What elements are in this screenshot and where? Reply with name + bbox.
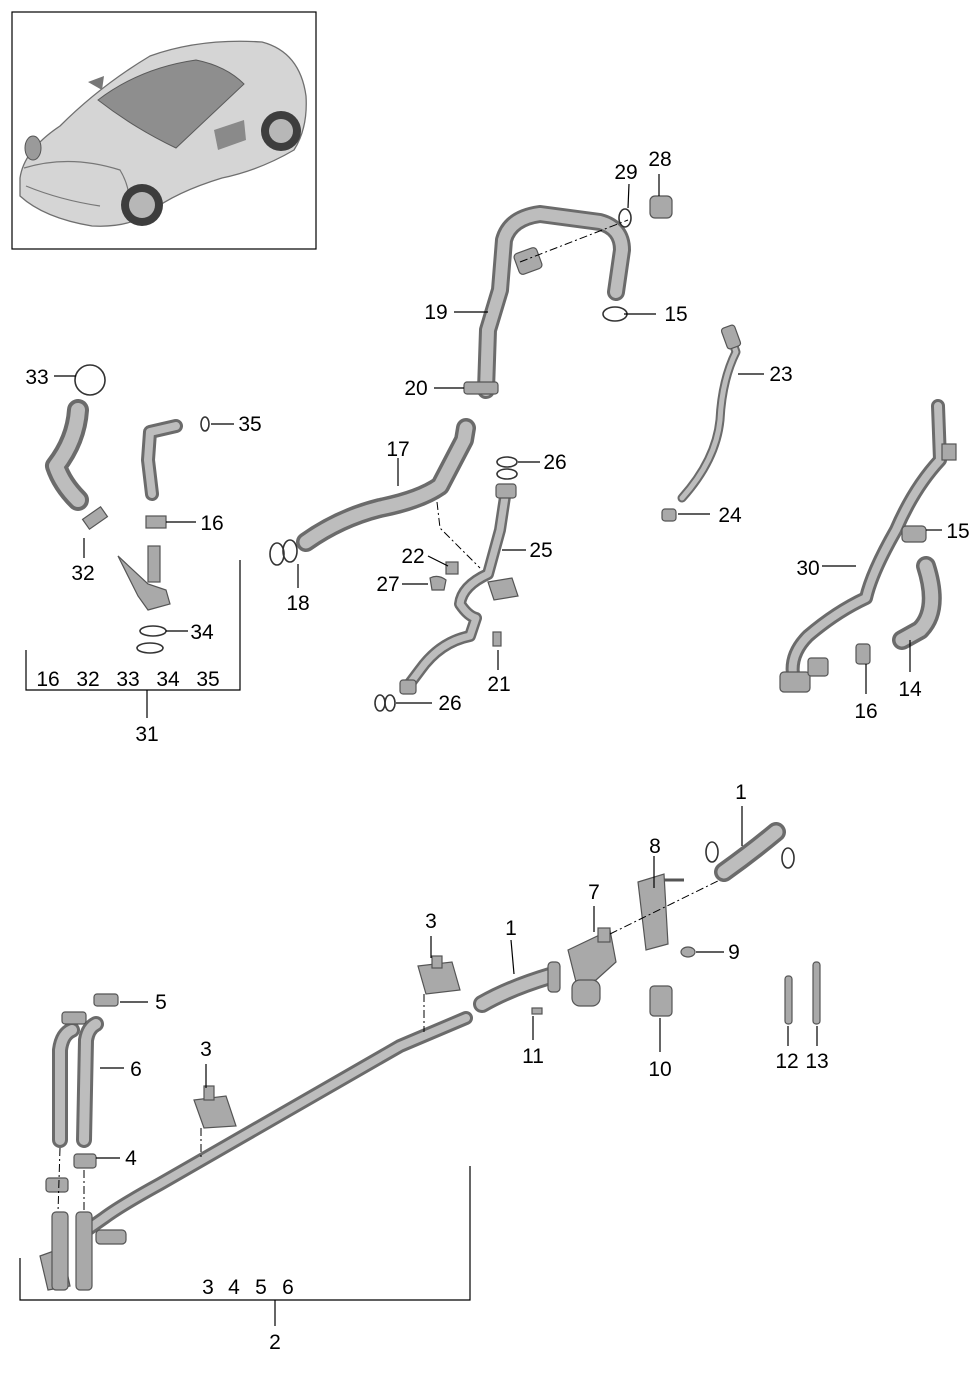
callout-10: 10 [648, 1058, 671, 1081]
callout-32: 32 [71, 562, 94, 585]
lower-pipe-assembly [39, 822, 821, 1291]
group-2-member-6: 6 [282, 1276, 294, 1299]
callout-27: 27 [376, 573, 399, 596]
callout-17: 17 [386, 438, 409, 461]
callout-30: 30 [796, 557, 819, 580]
group-31-member-32: 32 [76, 668, 99, 691]
callout-11: 11 [522, 1045, 544, 1068]
group-2-member-3: 3 [202, 1276, 214, 1299]
callout-22: 22 [401, 545, 424, 568]
callout-8: 8 [649, 835, 661, 858]
callout-5: 5 [155, 991, 167, 1014]
callout-1-right: 1 [735, 781, 747, 804]
coolant-pipe-17 [269, 418, 481, 569]
callout-24: 24 [718, 504, 742, 527]
callout-9: 9 [728, 941, 740, 964]
callout-25: 25 [529, 539, 552, 562]
group-31-member-33: 33 [116, 668, 139, 691]
bleed-line-23 [661, 324, 742, 522]
callout-3-upper: 3 [425, 910, 437, 933]
callout-21: 21 [487, 673, 510, 696]
callout-29: 29 [614, 161, 637, 184]
callout-4: 4 [125, 1147, 137, 1170]
group-2-member-5: 5 [255, 1276, 267, 1299]
group-31-member-34: 34 [156, 668, 180, 691]
group-31-bracket [25, 560, 241, 691]
callout-16-left: 16 [200, 512, 223, 535]
coolant-pipe-25 [374, 456, 519, 712]
callout-19: 19 [424, 301, 447, 324]
leader-lines [54, 174, 942, 1159]
coolant-pipe-30 [779, 399, 957, 693]
callout-35: 35 [238, 413, 261, 436]
callout-6: 6 [130, 1058, 142, 1081]
callout-1-left: 1 [505, 917, 517, 940]
callout-13: 13 [805, 1050, 828, 1073]
group-31-member-16: 16 [36, 668, 59, 691]
callout-23: 23 [769, 363, 792, 386]
callout-3-lower: 3 [200, 1038, 212, 1061]
group-31-member-35: 35 [196, 668, 219, 691]
callout-28: 28 [648, 148, 671, 171]
group-2-bracket [19, 1166, 471, 1301]
callout-12: 12 [775, 1050, 798, 1073]
callout-31: 31 [135, 723, 158, 746]
callout-7: 7 [588, 881, 600, 904]
callout-20: 20 [404, 377, 427, 400]
callout-14: 14 [898, 678, 922, 701]
callout-26-upper: 26 [543, 451, 566, 474]
callout-labels: 28 29 19 15 20 23 24 17 26 25 22 27 18 2… [25, 148, 969, 1354]
group-2-member-4: 4 [228, 1276, 240, 1299]
upper-hose-assembly [463, 195, 673, 399]
callout-18: 18 [286, 592, 309, 615]
callout-34: 34 [190, 621, 214, 644]
callout-15-right: 15 [946, 520, 969, 543]
callout-33: 33 [25, 366, 48, 389]
group-31-parts [45, 364, 210, 654]
callout-15-upper: 15 [664, 303, 687, 326]
callout-26-lower: 26 [438, 692, 461, 715]
vehicle-thumbnail [11, 11, 317, 250]
callout-16-right: 16 [854, 700, 877, 723]
callout-2: 2 [269, 1331, 281, 1354]
